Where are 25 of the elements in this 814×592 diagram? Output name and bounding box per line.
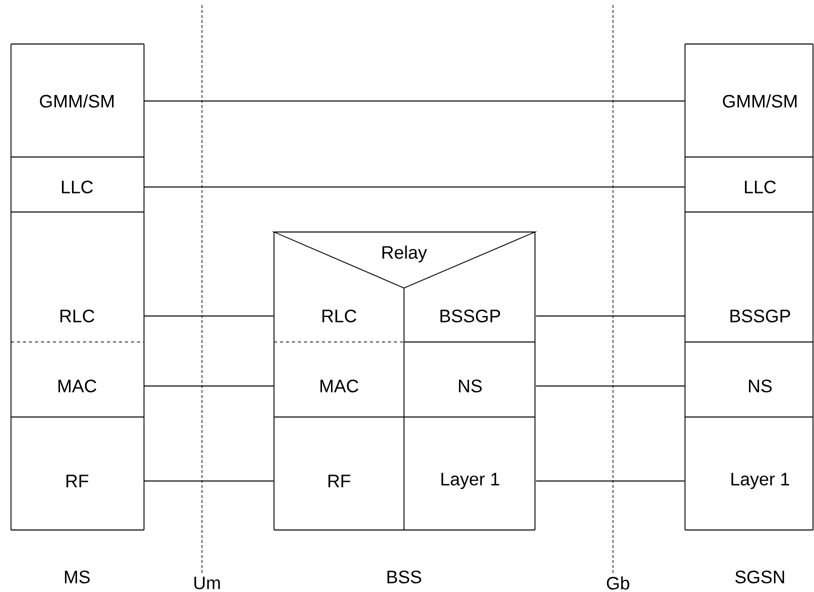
interface-label: Um: [194, 576, 220, 590]
entity-label: MS: [64, 570, 90, 584]
protocol-layer-box: LLC: [684, 156, 814, 212]
protocol-layer-box: RF: [10, 416, 144, 530]
protocol-layer-box: Layer 1: [684, 416, 814, 530]
protocol-layer-box: MAC: [274, 342, 404, 418]
protocol-layer-box: MAC: [10, 342, 144, 418]
protocol-layer-box: Layer 1: [404, 416, 536, 530]
protocol-layer-box: NS: [404, 342, 536, 418]
protocol-layer-box: GMM/SM: [684, 44, 814, 158]
connector-line: [144, 186, 685, 188]
protocol-layer-box: NS: [684, 342, 814, 418]
interface-label: Gb: [606, 576, 630, 590]
protocol-layer-box: LLC: [10, 156, 144, 212]
connector-line: [144, 480, 274, 482]
protocol-layer-box: RLC: [10, 212, 144, 342]
protocol-layer-box: RLC: [274, 288, 404, 342]
protocol-layer-box: GMM/SM: [10, 44, 144, 158]
entity-label: SGSN: [735, 570, 784, 584]
connector-line: [536, 480, 685, 482]
protocol-layer-box: BSSGP: [684, 212, 814, 342]
protocol-layer-box: RF: [274, 416, 404, 530]
entity-label: BSS: [387, 570, 422, 584]
connector-line: [144, 100, 685, 102]
protocol-layer-box: BSSGP: [404, 288, 536, 342]
